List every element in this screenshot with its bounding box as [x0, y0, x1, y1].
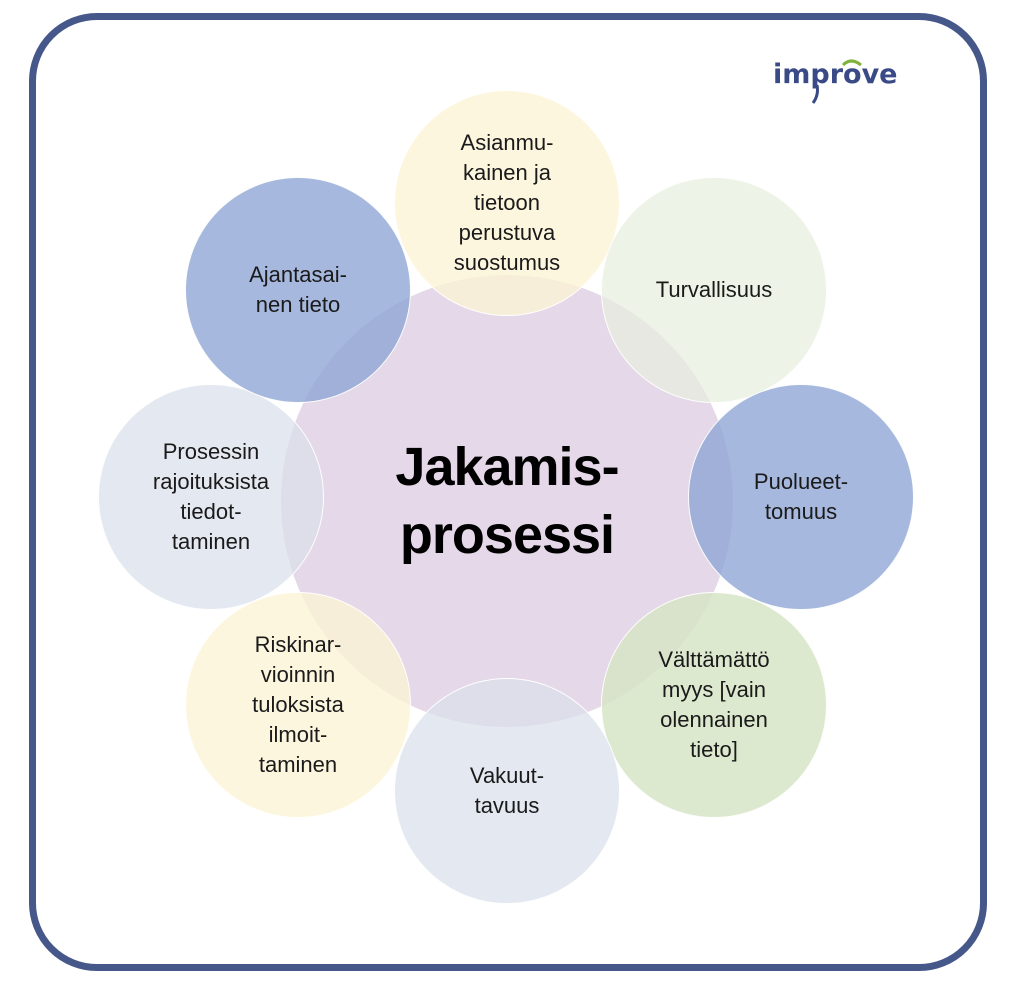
- improve-logo: improve: [773, 55, 898, 105]
- satellite-necessity: Välttämättö myys [vain olennainen tieto]: [601, 592, 827, 818]
- satellite-persuasiveness: Vakuut- tavuus: [394, 678, 620, 904]
- satellite-label: Riskinar- vioinnin tuloksista ilmoit- ta…: [252, 632, 344, 777]
- satellite-informed-consent: Asianmu- kainen ja tietoon perustuva suo…: [394, 90, 620, 316]
- satellite-label: Prosessin rajoituksista tiedot- taminen: [152, 439, 270, 554]
- satellite-label: Asianmu- kainen ja tietoon perustuva suo…: [453, 130, 561, 275]
- logo-flourish: [811, 84, 819, 104]
- center-label: Jakamis- prosessi: [395, 437, 619, 565]
- satellite-current-information: Ajantasai- nen tieto: [185, 177, 411, 403]
- satellite-label: Vakuut- tavuus: [469, 763, 545, 818]
- satellite-impartiality: Puolueet- tomuus: [688, 384, 914, 610]
- satellite-risk-assessment: Riskinar- vioinnin tuloksista ilmoit- ta…: [185, 592, 411, 818]
- satellite-label: Välttämättö myys [vain olennainen tieto]: [658, 647, 770, 762]
- satellite-process-limitations: Prosessin rajoituksista tiedot- taminen: [98, 384, 324, 610]
- satellite-label: Ajantasai- nen tieto: [249, 262, 347, 317]
- logo-text: improve: [773, 59, 898, 90]
- improve-logo-icon: improve: [773, 59, 898, 104]
- logo-accent: [841, 59, 862, 67]
- satellite-security: Turvallisuus: [601, 177, 827, 403]
- satellite-label: Puolueet- tomuus: [753, 469, 849, 524]
- satellite-label: Turvallisuus: [655, 277, 773, 302]
